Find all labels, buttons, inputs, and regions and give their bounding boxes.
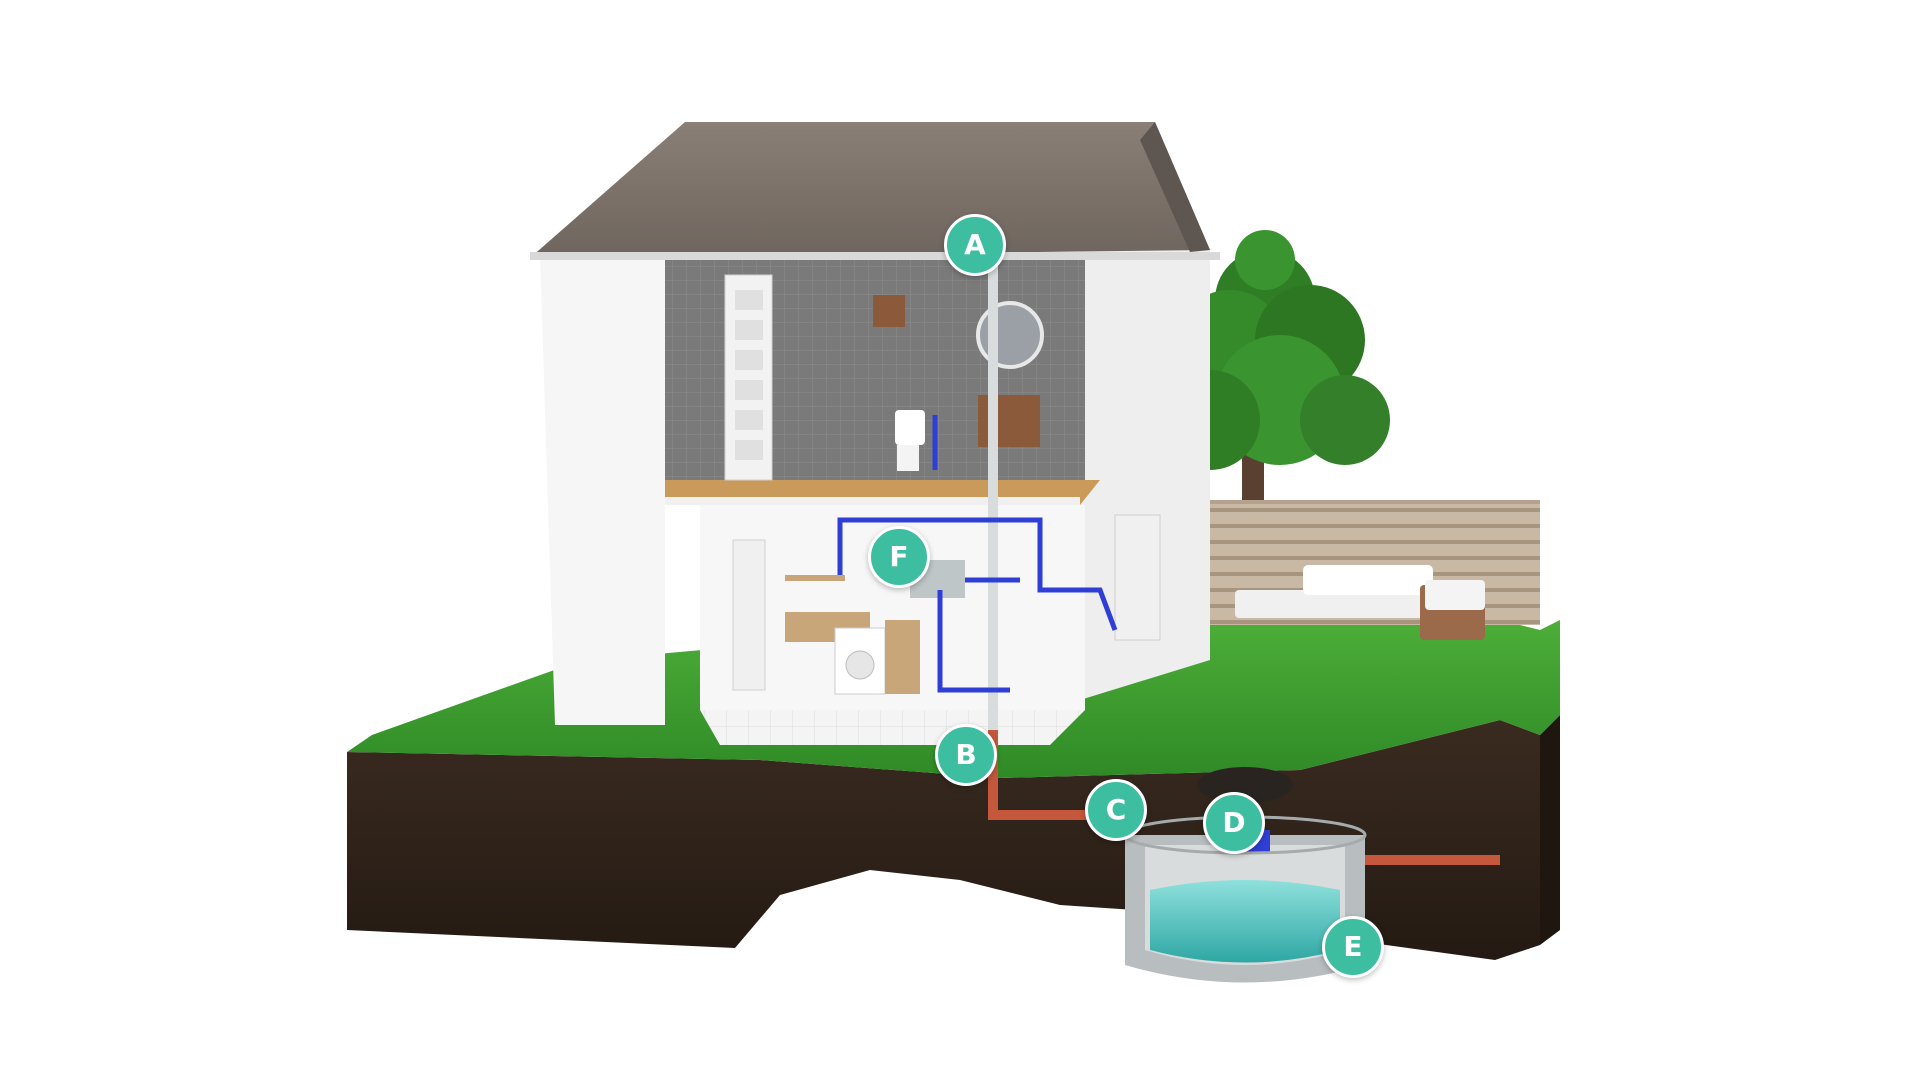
downpipe	[988, 258, 998, 760]
marker-a[interactable]: A	[944, 214, 1006, 276]
marker-b[interactable]: B	[935, 724, 997, 786]
marker-f[interactable]: F	[868, 526, 930, 588]
marker-e[interactable]: E	[1322, 916, 1384, 978]
house-icon	[530, 122, 1220, 745]
toilet-icon	[895, 410, 925, 471]
tank-icon	[1123, 767, 1367, 983]
distribution-pipes	[837, 415, 1118, 693]
washing-machine-icon	[834, 627, 886, 695]
sofa-icon	[1235, 565, 1485, 640]
marker-d[interactable]: D	[1203, 792, 1265, 854]
marker-c[interactable]: C	[1085, 779, 1147, 841]
